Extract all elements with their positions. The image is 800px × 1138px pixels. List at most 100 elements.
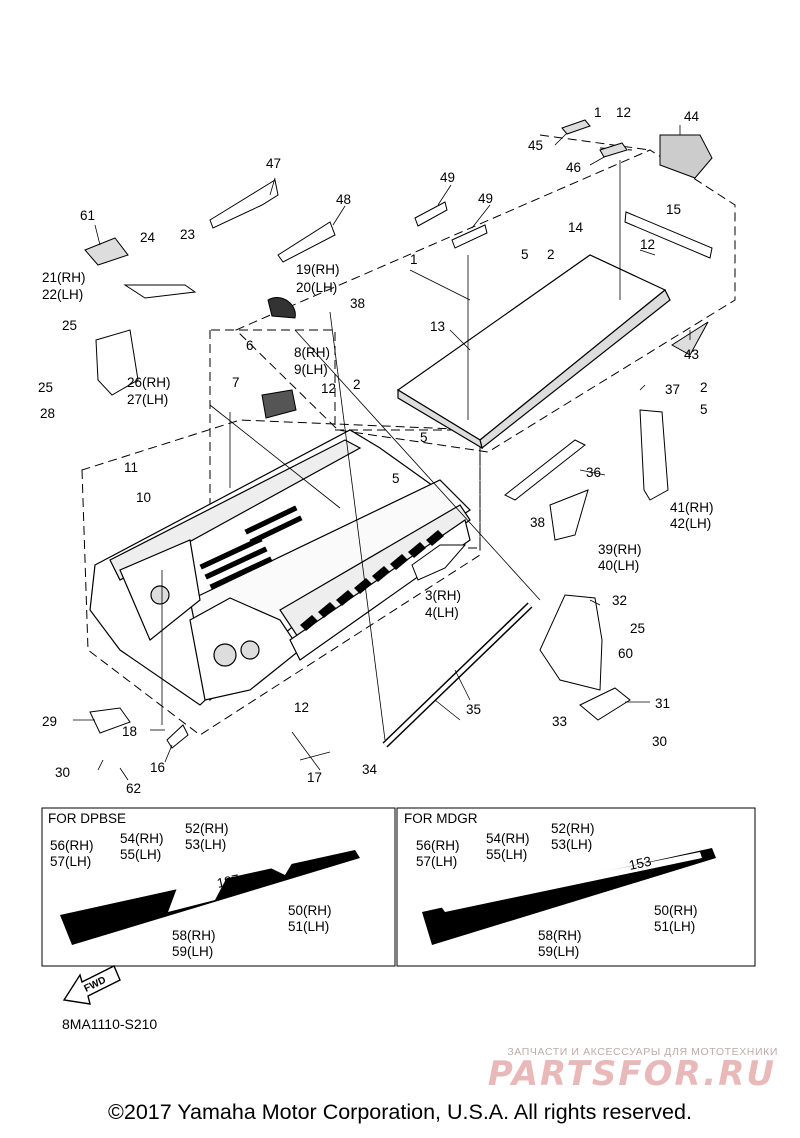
callout-label: 30: [55, 765, 70, 780]
callout-label: 15: [666, 202, 681, 217]
callout-label: 29: [42, 714, 57, 729]
callout-label: 21(RH): [42, 270, 86, 285]
callout-label: 18: [122, 724, 137, 739]
callout-label: 22(LH): [42, 287, 83, 302]
dpbse-decal-text: 187: [216, 872, 241, 891]
callout-label: 39(RH): [598, 542, 642, 557]
callout-label: 5: [521, 247, 529, 262]
callout-label: 62: [126, 781, 141, 796]
decal-callout-label: 55(LH): [486, 847, 527, 862]
callout-label: 38: [530, 515, 545, 530]
callout-label: 3(RH): [425, 588, 461, 603]
small-parts: [84, 119, 713, 749]
callout-label: 26(RH): [127, 375, 171, 390]
copyright-notice: ©2017 Yamaha Motor Corporation, U.S.A. A…: [108, 1100, 692, 1124]
decal-callout-label: 54(RH): [120, 831, 164, 846]
box-dpbse: 187: [41, 807, 396, 967]
callout-label: 13: [430, 319, 445, 334]
callout-label: 5: [392, 471, 400, 486]
strip-36: [504, 439, 586, 501]
callout-label: 7: [232, 375, 240, 390]
callout-label: 49: [440, 170, 455, 185]
callout-label: 10: [136, 490, 151, 505]
callout-label: 1: [594, 105, 602, 120]
callout-label: 8(RH): [294, 345, 330, 360]
callout-label: 30: [652, 734, 667, 749]
decal-callout-label: 53(LH): [185, 837, 226, 852]
callout-label: 17: [307, 770, 322, 785]
callout-label: 42(LH): [670, 516, 711, 531]
decal-callout-label: 52(RH): [551, 821, 595, 836]
decal-callout-label: 54(RH): [486, 831, 530, 846]
mdgr-box-title: FOR MDGR: [404, 811, 478, 826]
decal-callout-label: 59(LH): [172, 944, 213, 959]
tunnel-slots: [199, 505, 303, 590]
mdgr-decal-text: 153: [628, 854, 653, 873]
callout-label: 1: [410, 252, 418, 267]
mdgr-callout-labels: 56(RH)57(LH)54(RH)55(LH)52(RH)53(LH)50(R…: [416, 821, 698, 959]
decal-callout-label: 59(LH): [538, 944, 579, 959]
callout-label: 11: [124, 460, 138, 475]
callout-label: 2: [700, 380, 708, 395]
decal-callout-label: 50(RH): [288, 903, 332, 918]
callout-label: 9(LH): [294, 362, 328, 377]
callout-label: 19(RH): [296, 262, 340, 277]
callout-label: 44: [684, 109, 700, 124]
callout-label: 48: [336, 192, 351, 207]
callout-label: 23: [180, 227, 195, 242]
fwd-arrow-icon: FWD: [62, 965, 121, 1005]
rear-panel: [396, 254, 671, 450]
callout-label: 28: [40, 406, 55, 421]
callout-label: 47: [266, 156, 281, 171]
callout-label: 25: [38, 380, 53, 395]
decal-callout-label: 55(LH): [120, 847, 161, 862]
callout-label: 35: [466, 702, 481, 717]
tunnel-frame: [89, 429, 471, 706]
watermark-tagline: ЗАПЧАСТИ И АКСЕССУАРЫ ДЛЯ МОТОТЕХНИКИ: [507, 1046, 778, 1058]
callout-label: 45: [528, 138, 543, 153]
decal-callout-label: 58(RH): [172, 928, 216, 943]
callout-label: 2: [547, 247, 555, 262]
callout-label: 5: [700, 402, 708, 417]
decal-callout-label: 58(RH): [538, 928, 582, 943]
callout-label: 25: [630, 621, 645, 636]
dpbse-callout-labels: 56(RH)57(LH) 54(RH)55(LH) 52(RH)53(LH) 50(R…: [50, 821, 332, 959]
drawing-code: 8MA1110-S210: [62, 1016, 158, 1032]
callout-label: 38: [350, 296, 365, 311]
decal-callout-label: 57(LH): [50, 854, 91, 869]
decal-callout-label: 51(LH): [288, 919, 329, 934]
callout-label: 37: [665, 382, 680, 397]
callout-label: 34: [362, 762, 378, 777]
callout-label: 12: [640, 237, 655, 252]
decal-callout-label: 57(LH): [416, 854, 457, 869]
decal-callout-label: 51(LH): [654, 919, 695, 934]
leader-lines: [73, 125, 691, 781]
callout-label: 46: [566, 160, 581, 175]
callout-label: 6: [246, 338, 254, 353]
watermark-logo: PARTSFOR.RU: [487, 1054, 776, 1094]
callout-label: 31: [655, 696, 670, 711]
callout-label: 4(LH): [425, 605, 459, 620]
box-mdgr: 153: [396, 807, 756, 967]
decal-callout-label: 53(LH): [551, 837, 592, 852]
callout-label: 41(RH): [670, 500, 714, 515]
callout-label: 60: [618, 646, 633, 661]
decal-callout-label: 56(RH): [50, 838, 94, 853]
callout-label: 61: [80, 208, 95, 223]
callout-label: 25: [62, 318, 77, 333]
callout-label: 27(LH): [127, 392, 168, 407]
decal-callout-label: 52(RH): [185, 821, 229, 836]
callout-label: 43: [684, 347, 699, 362]
callout-label: 12: [321, 381, 336, 396]
callout-label: 12: [294, 700, 309, 715]
callout-label: 36: [586, 465, 601, 480]
callout-label: 14: [568, 220, 584, 235]
callout-label: 5: [420, 430, 428, 445]
callout-label: 40(LH): [598, 558, 639, 573]
decal-callout-label: 50(RH): [654, 903, 698, 918]
callout-label: 49: [478, 191, 493, 206]
callout-label: 12: [616, 105, 631, 120]
callout-label: 32: [612, 593, 627, 608]
